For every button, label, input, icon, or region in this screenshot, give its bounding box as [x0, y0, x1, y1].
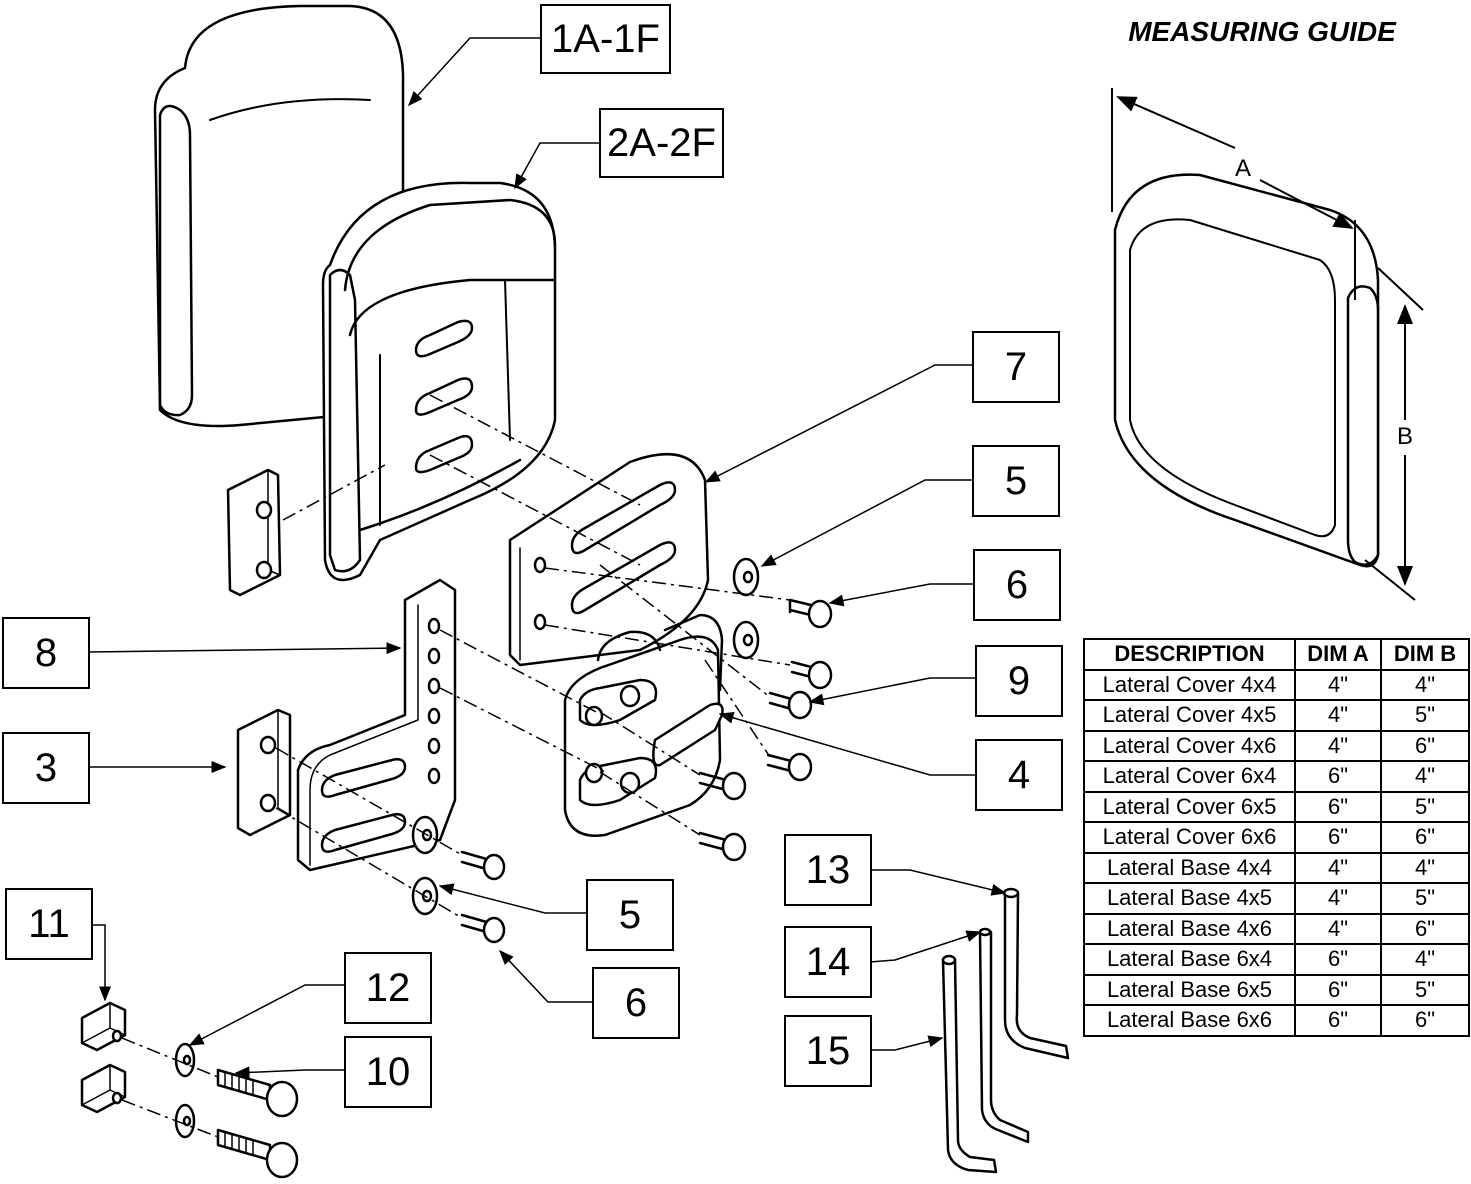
callout-15: 15: [784, 1015, 872, 1087]
row-dim-a: 4": [1294, 668, 1382, 701]
row-dim-b: 6": [1380, 1004, 1470, 1037]
row-description: Lateral Base 6x4: [1083, 943, 1296, 976]
swing-clamp: [563, 613, 724, 837]
callout-9: 9: [975, 645, 1063, 717]
measuring-guide-pad: [1113, 173, 1380, 568]
callout-5-lower: 5: [586, 879, 674, 951]
callout-11: 11: [5, 888, 93, 960]
socket-head-bolts: [216, 1068, 299, 1179]
callout-8: 8: [2, 617, 90, 689]
alignment-lines: [121, 394, 791, 1138]
row-dim-a: 4": [1294, 882, 1382, 915]
button-head-screws: [460, 598, 833, 944]
row-dim-b: 5": [1380, 790, 1470, 823]
callout-2a-2f: 2A-2F: [599, 108, 724, 178]
row-description: Lateral Cover 6x6: [1083, 821, 1296, 854]
row-dim-a: 6": [1294, 943, 1382, 976]
row-description: Lateral Cover 4x6: [1083, 729, 1296, 762]
t-nuts: [80, 1001, 127, 1114]
row-dim-a: 4": [1294, 851, 1382, 884]
row-description: Lateral Base 4x5: [1083, 882, 1296, 915]
nut-plate-lower: [236, 708, 292, 837]
row-description: Lateral Base 4x4: [1083, 851, 1296, 884]
row-dim-b: 5": [1380, 882, 1470, 915]
header-description: DESCRIPTION: [1083, 638, 1296, 671]
header-dim-a: DIM A: [1294, 638, 1382, 671]
callout-7: 7: [972, 331, 1060, 403]
callout-6-upper: 6: [973, 549, 1061, 621]
row-dim-b: 5": [1380, 973, 1470, 1006]
callout-13: 13: [784, 834, 872, 906]
row-description: Lateral Cover 6x4: [1083, 760, 1296, 793]
row-dim-a: 6": [1294, 973, 1382, 1006]
row-dim-b: 4": [1380, 943, 1470, 976]
leader-lines: [86, 37, 1007, 1079]
measuring-guide-title: MEASURING GUIDE: [1128, 16, 1396, 47]
hex-keys: [941, 887, 1070, 1174]
dim-b-label: B: [1397, 423, 1413, 450]
nut-plate-upper: [226, 468, 282, 597]
slotted-plate: [508, 453, 710, 667]
callout-10: 10: [344, 1036, 432, 1108]
callout-3: 3: [2, 732, 90, 804]
row-dim-b: 4": [1380, 668, 1470, 701]
row-dim-a: 4": [1294, 912, 1382, 945]
row-description: Lateral Base 6x5: [1083, 973, 1296, 1006]
dim-a-label: A: [1235, 155, 1251, 182]
dimension-table: DESCRIPTION DIM A DIM B Lateral Cover 4x…: [1083, 638, 1470, 1037]
callout-4: 4: [975, 739, 1063, 811]
row-dim-b: 6": [1380, 729, 1470, 762]
header-dim-b: DIM B: [1380, 638, 1470, 671]
row-dim-a: 6": [1294, 790, 1382, 823]
row-dim-b: 4": [1380, 760, 1470, 793]
row-description: Lateral Cover 4x4: [1083, 668, 1296, 701]
callout-14: 14: [784, 926, 872, 998]
row-dim-a: 4": [1294, 699, 1382, 732]
row-dim-b: 5": [1380, 699, 1470, 732]
row-dim-b: 6": [1380, 821, 1470, 854]
row-description: Lateral Base 6x6: [1083, 1004, 1296, 1037]
row-dim-a: 4": [1294, 729, 1382, 762]
lateral-base: [321, 181, 557, 582]
callout-1a-1f: 1A-1F: [540, 4, 671, 74]
callout-6-lower: 6: [592, 967, 680, 1039]
row-dim-b: 6": [1380, 912, 1470, 945]
table-header-row: DESCRIPTION DIM A DIM B: [1083, 638, 1470, 671]
row-description: Lateral Base 4x6: [1083, 912, 1296, 945]
l-bracket: [296, 578, 457, 872]
callout-12: 12: [344, 952, 432, 1024]
row-dim-a: 6": [1294, 821, 1382, 854]
row-description: Lateral Cover 4x5: [1083, 699, 1296, 732]
row-dim-b: 4": [1380, 851, 1470, 884]
row-dim-a: 6": [1294, 1004, 1382, 1037]
row-description: Lateral Cover 6x5: [1083, 790, 1296, 823]
dimension-lines: [1111, 88, 1424, 601]
row-dim-a: 6": [1294, 760, 1382, 793]
callout-5-upper: 5: [972, 445, 1060, 517]
